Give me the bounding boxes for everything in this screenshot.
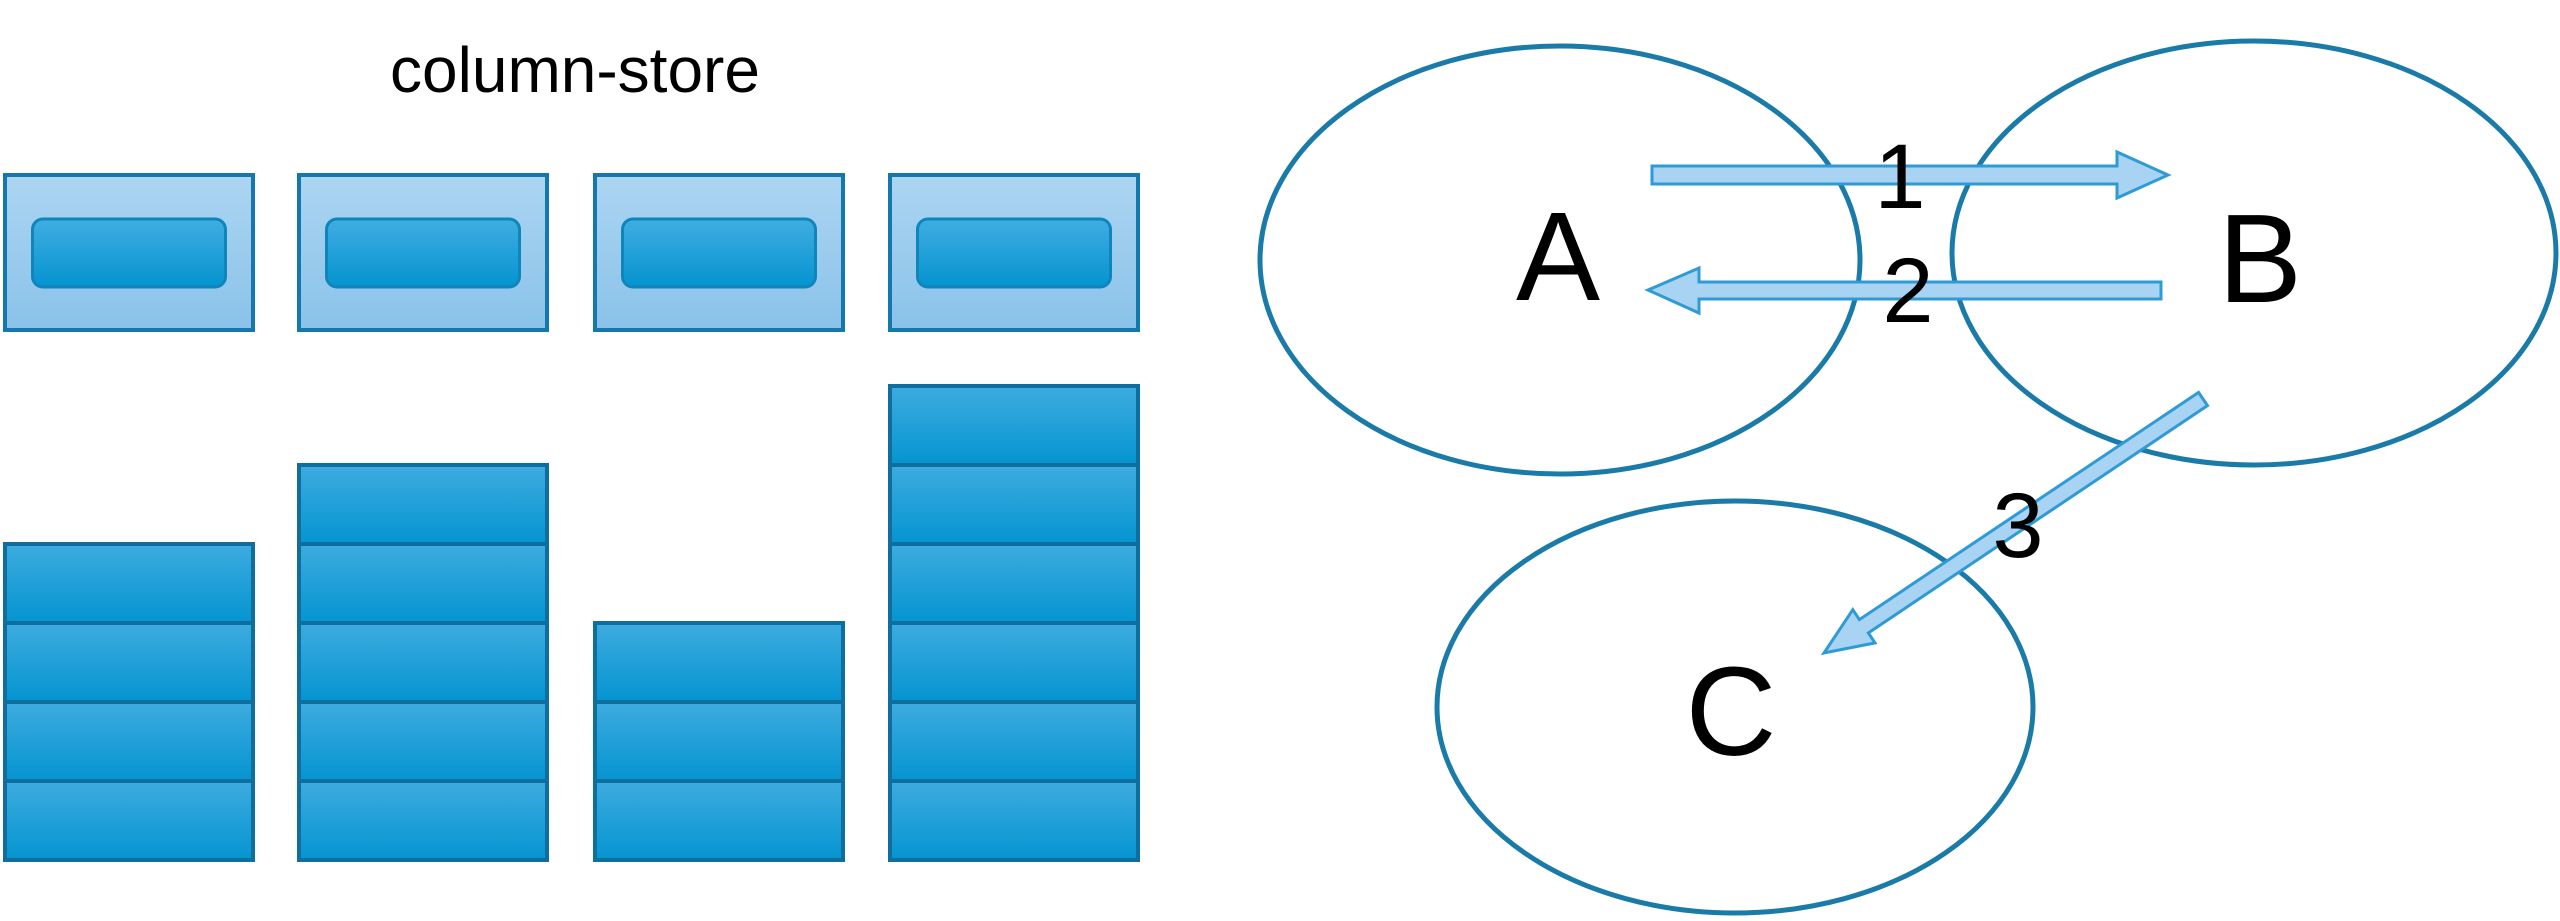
column-stack xyxy=(3,542,255,862)
column-segment xyxy=(3,621,255,704)
column-stack xyxy=(593,621,845,862)
column-segment xyxy=(888,779,1140,862)
column-header-box xyxy=(297,173,549,332)
column-segment xyxy=(297,463,549,546)
column-stack xyxy=(888,384,1140,862)
arrow-b-to-c xyxy=(1820,390,2210,656)
node-ellipse-a xyxy=(1257,43,1863,477)
column-store-title: column-store xyxy=(390,34,760,106)
column-header-pill xyxy=(916,217,1112,288)
column-segment xyxy=(888,700,1140,783)
edge-label-1: 1 xyxy=(1874,126,1925,228)
column-segment xyxy=(297,621,549,704)
column-header-box xyxy=(593,173,845,332)
column-segment xyxy=(593,621,845,704)
column-segment xyxy=(888,463,1140,546)
column-stack xyxy=(297,463,549,862)
arrow-b-to-a xyxy=(1644,265,2163,316)
column-segment xyxy=(593,700,845,783)
column-header-pill xyxy=(325,217,521,288)
arrow-a-to-b xyxy=(1650,149,2172,201)
column-header-pill xyxy=(31,217,227,288)
edge-label-3: 3 xyxy=(1992,475,2043,577)
column-segment xyxy=(888,621,1140,704)
node-label-c: C xyxy=(1686,641,1777,782)
column-segment xyxy=(297,700,549,783)
column-segment xyxy=(297,542,549,625)
column-header-box xyxy=(3,173,255,332)
node-ellipse-b xyxy=(1949,38,2559,468)
column-segment xyxy=(297,779,549,862)
column-header-box xyxy=(888,173,1140,332)
node-label-b: B xyxy=(2218,188,2302,329)
column-segment xyxy=(3,779,255,862)
node-label-a: A xyxy=(1516,186,1600,327)
column-segment xyxy=(593,779,845,862)
column-header-pill xyxy=(621,217,817,288)
edge-label-2: 2 xyxy=(1882,240,1933,342)
entity-diagram: 1 2 3 A B C xyxy=(1257,38,2559,916)
column-segment xyxy=(3,542,255,625)
column-segment xyxy=(888,384,1140,467)
column-segment xyxy=(888,542,1140,625)
column-segment xyxy=(3,700,255,783)
